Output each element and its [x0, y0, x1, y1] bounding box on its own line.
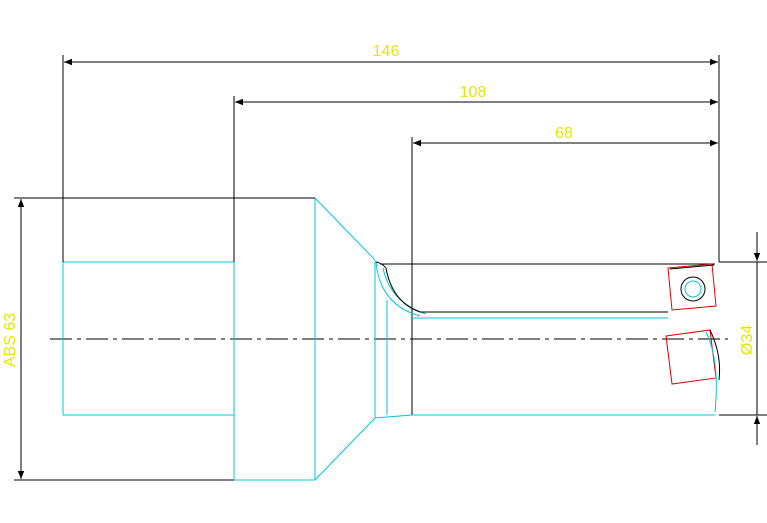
dimension-146: 146 [62, 43, 720, 338]
boring-bar-top [62, 197, 715, 313]
dimension-146-label: 146 [373, 43, 400, 60]
dimension-abs-63-label: ABS 63 [2, 313, 19, 367]
clamp-screw-icon [680, 276, 706, 302]
dimension-dia-34: Ø34 [719, 232, 767, 445]
dimension-68: 68 [411, 125, 718, 415]
dimension-108-label: 108 [460, 84, 487, 101]
tool-body [62, 197, 715, 481]
dimension-dia-34-label: Ø34 [739, 325, 756, 355]
dimension-68-label: 68 [555, 125, 573, 142]
insert-lower [665, 329, 721, 413]
dimension-108: 108 [233, 84, 718, 262]
insert-upper [667, 263, 717, 311]
